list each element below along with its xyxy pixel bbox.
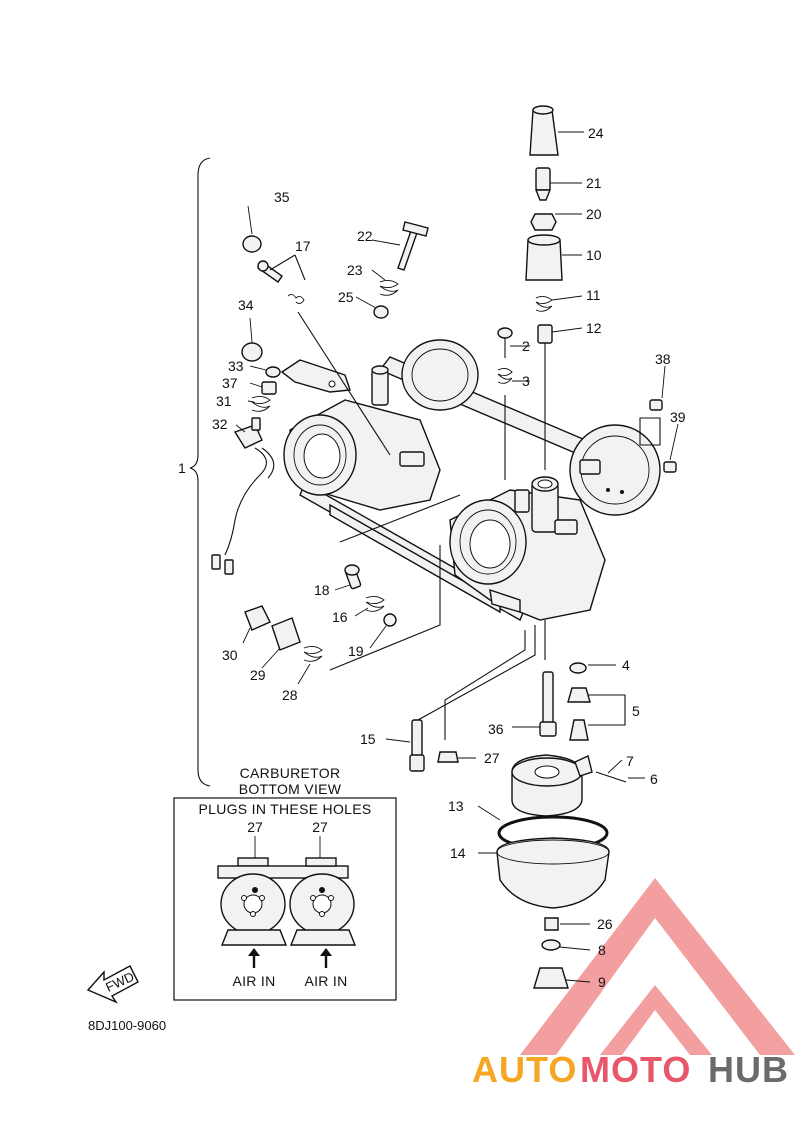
bottom-view-title-line1: CARBURETOR [240, 765, 341, 781]
callout-23: 23 [347, 262, 363, 278]
parts-lower [409, 620, 627, 989]
callout-22: 22 [357, 228, 373, 244]
callout-25: 25 [338, 289, 354, 305]
callout-35: 35 [274, 189, 290, 205]
callout-18: 18 [314, 582, 330, 598]
bottom-view-title-line2: BOTTOM VIEW [239, 781, 342, 797]
callout-2: 2 [522, 338, 530, 354]
assembly-bracket [189, 157, 211, 787]
bottom-view-inset: CARBURETOR BOTTOM VIEW PLUGS IN THESE HO… [173, 765, 397, 1001]
watermark-part-moto: MOTO [580, 1049, 691, 1090]
callout-33: 33 [228, 358, 244, 374]
watermark-part-auto: AUTO [472, 1049, 577, 1090]
callout-30: 30 [222, 647, 238, 663]
callout-39: 39 [670, 409, 686, 425]
diagram-code: 8DJ100-9060 [88, 1018, 166, 1033]
callout-13: 13 [448, 798, 464, 814]
air-in-label-right: AIR IN [304, 973, 347, 989]
callout-12: 12 [586, 320, 602, 336]
bottom-view-frame [173, 797, 397, 1001]
callout-21: 21 [586, 175, 602, 191]
callout-29: 29 [250, 667, 266, 683]
callout-6: 6 [650, 771, 658, 787]
air-in-label-left: AIR IN [232, 973, 275, 989]
plug-label-right: 27 [312, 819, 328, 835]
watermark-logo [520, 878, 795, 1055]
callout-7: 7 [626, 753, 634, 769]
callout-32: 32 [212, 416, 228, 432]
callout-5: 5 [632, 703, 640, 719]
callout-11: 11 [586, 287, 601, 303]
callout-4: 4 [622, 657, 630, 673]
callout-37: 37 [222, 375, 238, 391]
watermark-part-hub: HUB [708, 1049, 789, 1090]
callout-3: 3 [522, 373, 530, 389]
callout-14: 14 [450, 845, 466, 861]
callout-16: 16 [332, 609, 348, 625]
callout-labels: 1 2 3 4 5 6 7 8 9 10 11 12 13 14 15 16 1… [178, 125, 686, 990]
callout-19: 19 [348, 643, 364, 659]
callout-28: 28 [282, 687, 298, 703]
parts-upper-right [497, 105, 677, 480]
callout-38: 38 [655, 351, 671, 367]
callout-31: 31 [216, 393, 232, 409]
callout-15: 15 [360, 731, 376, 747]
callout-1: 1 [178, 460, 186, 476]
callout-8: 8 [598, 942, 606, 958]
watermark-text: AUTO MOTO HUB [472, 1049, 789, 1090]
callout-17: 17 [295, 238, 311, 254]
leader-lines [235, 131, 679, 983]
parts-upper-left [211, 221, 429, 575]
plug-label-left: 27 [247, 819, 263, 835]
air-in-arrow-right-icon [320, 948, 332, 968]
air-in-arrow-left-icon [248, 948, 260, 968]
callout-9: 9 [598, 974, 606, 990]
carburetor-body [283, 339, 661, 621]
callout-10: 10 [586, 247, 602, 263]
parts-mid-left [244, 494, 461, 671]
callout-24: 24 [588, 125, 604, 141]
callout-27: 27 [484, 750, 500, 766]
fwd-arrow-icon: FWD [86, 965, 139, 1004]
callout-36: 36 [488, 721, 504, 737]
callout-20: 20 [586, 206, 602, 222]
bottom-view-box-title: PLUGS IN THESE HOLES [198, 801, 371, 817]
callout-34: 34 [238, 297, 254, 313]
callout-26: 26 [597, 916, 613, 932]
